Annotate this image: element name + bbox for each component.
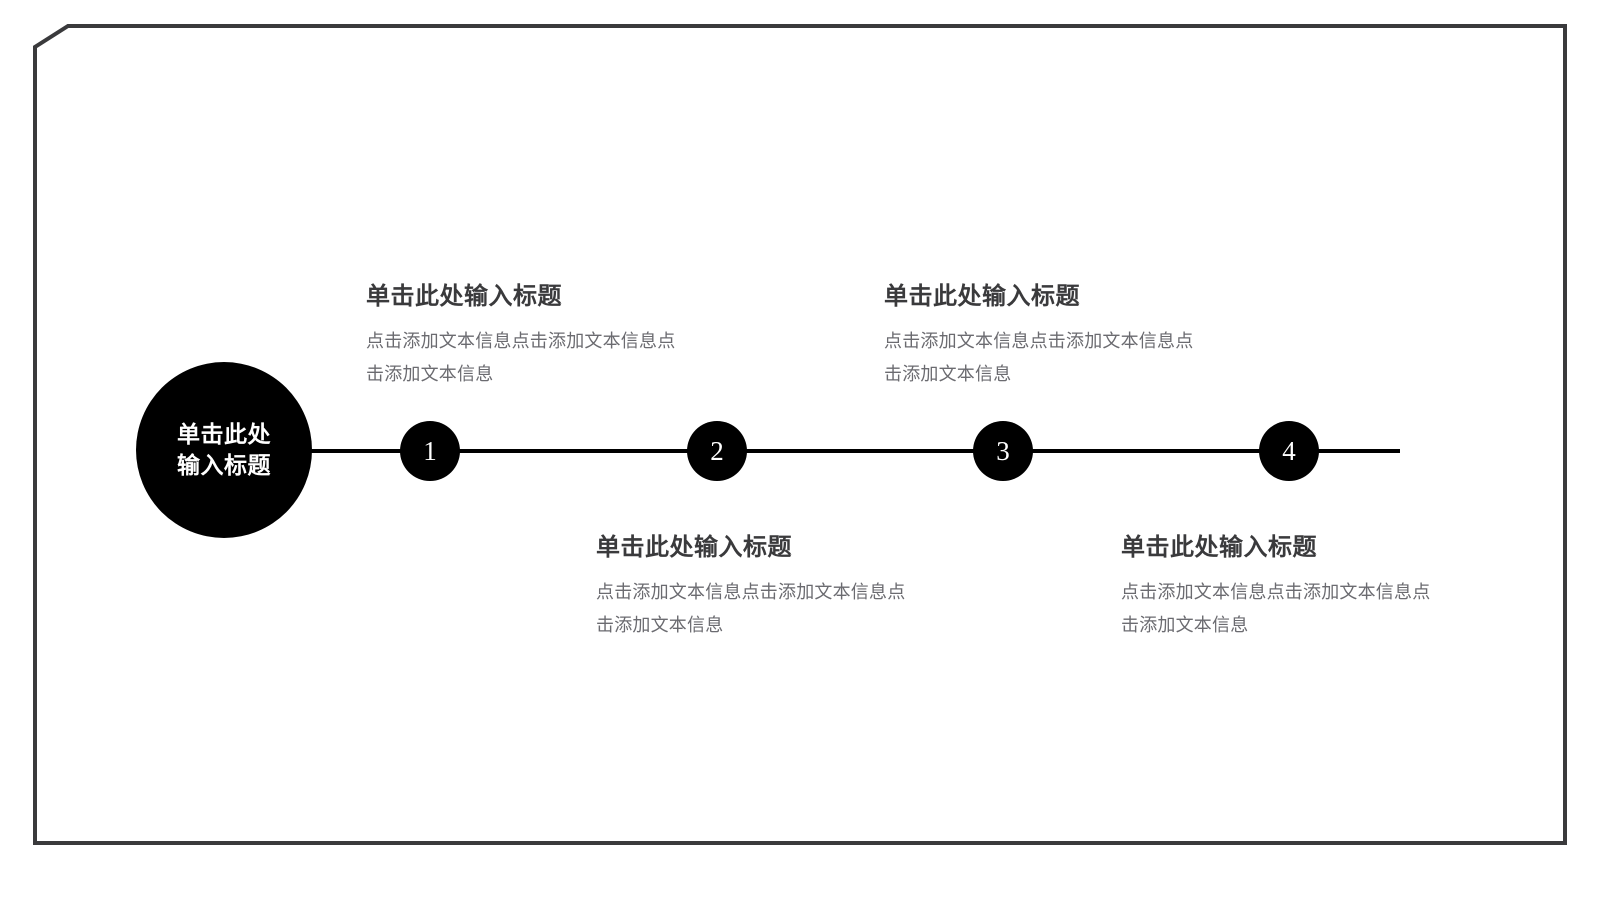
timeline-node-3[interactable]: 3	[973, 421, 1033, 481]
timeline-node-1[interactable]: 1	[400, 421, 460, 481]
timeline-node-1-number: 1	[423, 435, 437, 466]
timeline-hub-circle[interactable]: 单击此处 输入标题	[136, 362, 312, 538]
hub-title-line-2: 输入标题	[177, 452, 271, 478]
timeline-axis	[300, 449, 1400, 453]
info-block-1-title: 单击此处输入标题	[366, 283, 562, 310]
info-block-1-body-line-1: 点击添加文本信息点击添加文本信息点	[366, 331, 676, 351]
info-block-2-title: 单击此处输入标题	[596, 534, 792, 561]
info-block-2-body: 点击添加文本信息点击添加文本信息点 击添加文本信息	[596, 576, 956, 643]
info-block-3-body: 点击添加文本信息点击添加文本信息点 击添加文本信息	[884, 325, 1244, 392]
info-block-2-body-line-1: 点击添加文本信息点击添加文本信息点	[596, 582, 906, 602]
info-block-2[interactable]: 单击此处输入标题 点击添加文本信息点击添加文本信息点 击添加文本信息	[596, 527, 956, 643]
info-block-4-body-line-1: 点击添加文本信息点击添加文本信息点	[1121, 582, 1431, 602]
hub-title-line-1: 单击此处	[177, 420, 271, 447]
timeline-node-3-number: 3	[996, 435, 1010, 466]
timeline-node-2[interactable]: 2	[687, 421, 747, 481]
info-block-3-body-line-2: 击添加文本信息	[884, 364, 1012, 385]
info-block-4-title: 单击此处输入标题	[1121, 534, 1317, 561]
timeline-node-4[interactable]: 4	[1259, 421, 1319, 481]
info-block-3-title: 单击此处输入标题	[884, 283, 1080, 310]
info-block-4-body-line-2: 击添加文本信息	[1121, 615, 1249, 636]
info-block-1-body: 点击添加文本信息点击添加文本信息点 击添加文本信息	[366, 325, 726, 392]
info-block-3[interactable]: 单击此处输入标题 点击添加文本信息点击添加文本信息点 击添加文本信息	[884, 276, 1244, 392]
info-block-1-body-line-2: 击添加文本信息	[366, 364, 494, 385]
info-block-3-body-line-1: 点击添加文本信息点击添加文本信息点	[884, 331, 1194, 351]
timeline-node-4-number: 4	[1282, 435, 1296, 466]
timeline-node-2-number: 2	[710, 435, 724, 466]
info-block-2-body-line-2: 击添加文本信息	[596, 615, 724, 636]
info-block-4[interactable]: 单击此处输入标题 点击添加文本信息点击添加文本信息点 击添加文本信息	[1121, 527, 1481, 643]
info-block-1[interactable]: 单击此处输入标题 点击添加文本信息点击添加文本信息点 击添加文本信息	[366, 276, 726, 392]
info-block-4-body: 点击添加文本信息点击添加文本信息点 击添加文本信息	[1121, 576, 1481, 643]
